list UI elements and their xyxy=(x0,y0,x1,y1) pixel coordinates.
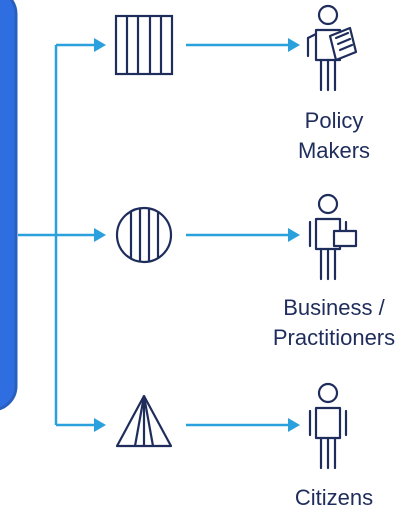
label-policy-makers: Policy Makers xyxy=(259,106,409,166)
arrowhead xyxy=(288,228,300,242)
label-line: Practitioners xyxy=(272,325,396,350)
triangle-icon xyxy=(115,394,173,448)
arrowhead xyxy=(288,418,300,432)
arrowhead xyxy=(94,418,106,432)
striped-circle-icon xyxy=(115,206,173,264)
label-line: Citizens xyxy=(294,485,374,510)
arrowhead xyxy=(288,38,300,52)
arrowhead xyxy=(94,38,106,52)
left-panel xyxy=(0,0,18,411)
connector-lines xyxy=(18,43,288,427)
person-with-briefcase-icon xyxy=(308,193,358,281)
columns-icon xyxy=(114,14,174,76)
label-line: Makers xyxy=(297,138,371,163)
arrowhead xyxy=(94,228,106,242)
arrowheads xyxy=(94,38,300,432)
person-icon xyxy=(308,382,348,470)
label-citizens: Citizens xyxy=(259,483,409,513)
label-line: Policy xyxy=(304,108,364,133)
label-line: Business / xyxy=(283,295,385,320)
person-with-document-icon xyxy=(306,4,358,92)
label-business-practitioners: Business / Practitioners xyxy=(259,293,409,353)
